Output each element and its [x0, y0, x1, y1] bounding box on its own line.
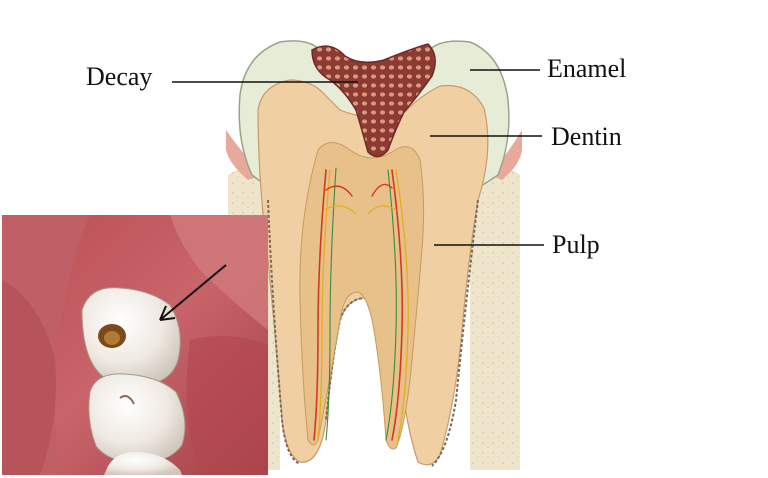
pulp-label: Pulp: [552, 232, 600, 258]
enamel-label: Enamel: [547, 56, 626, 82]
decay-label: Decay: [86, 64, 152, 90]
decayed-molar-photo: [2, 215, 268, 475]
dentin-label: Dentin: [551, 124, 622, 150]
